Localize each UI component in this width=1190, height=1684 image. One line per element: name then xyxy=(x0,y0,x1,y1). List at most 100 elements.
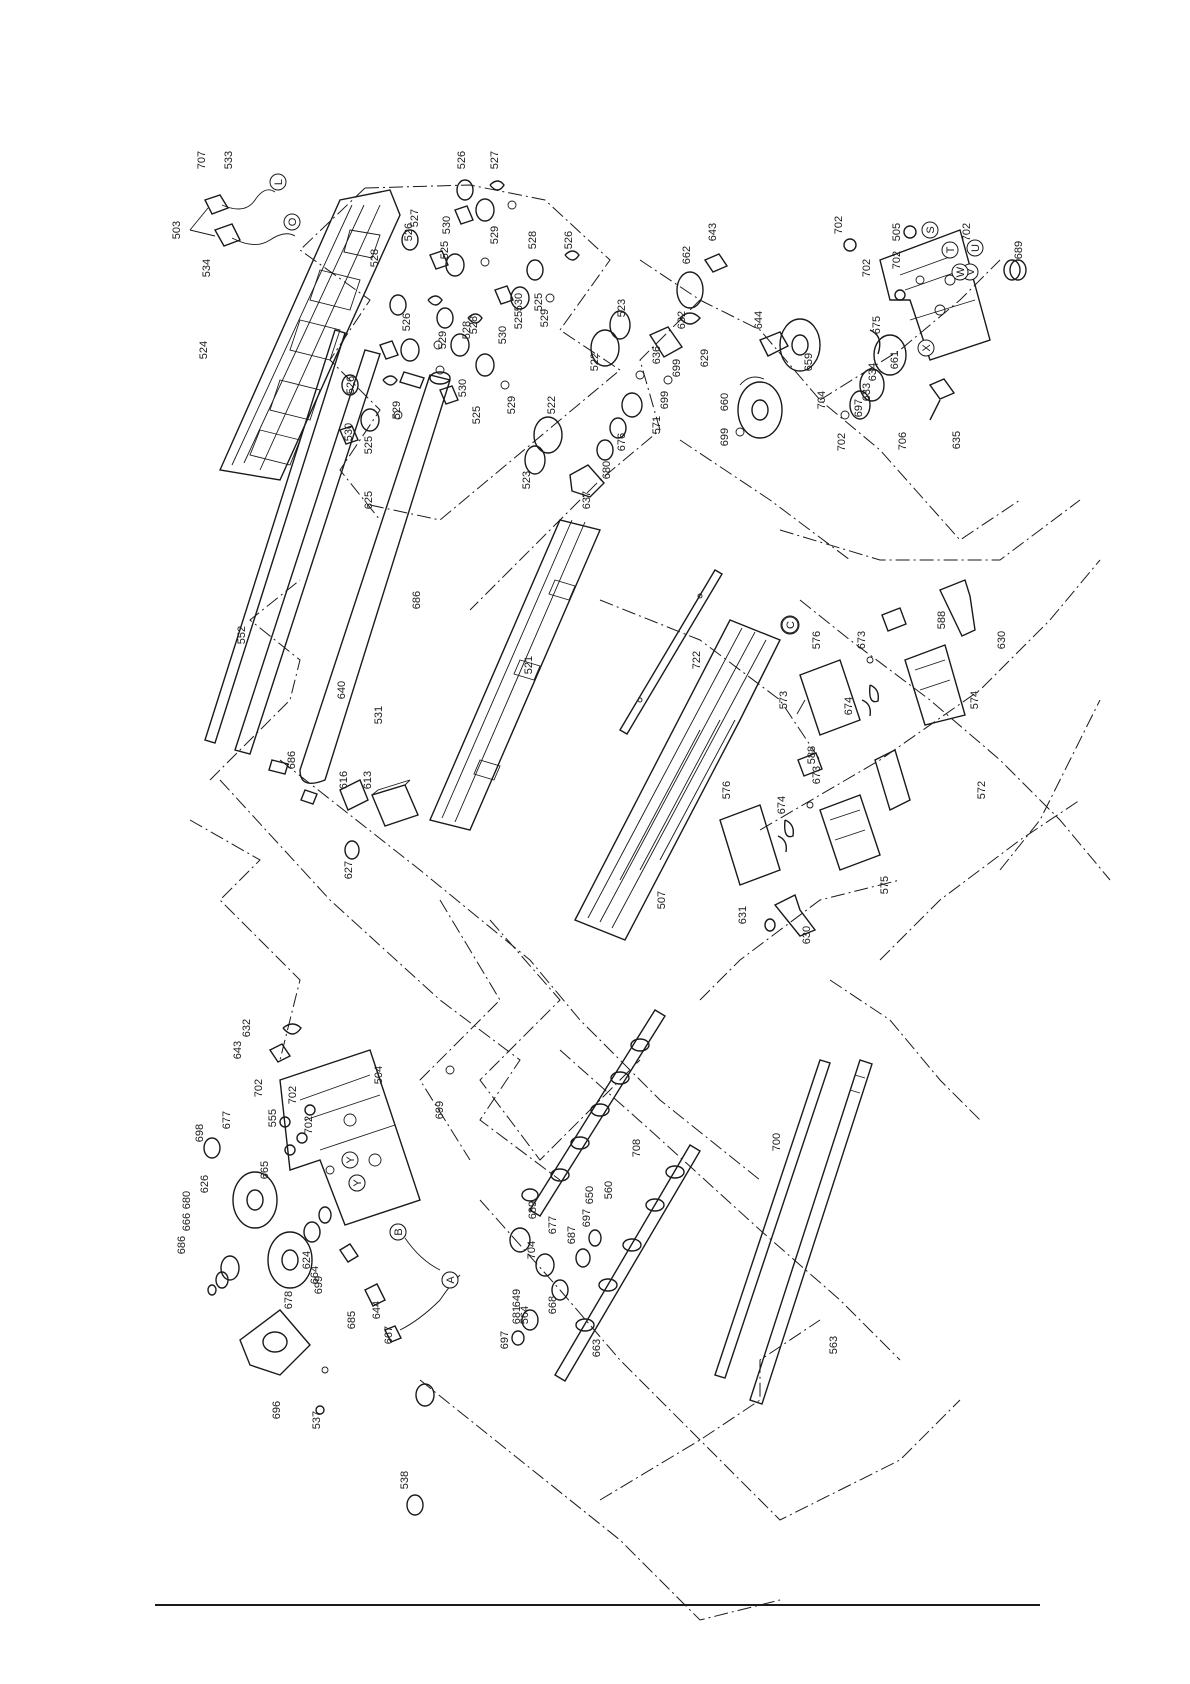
part-number-label: 503 xyxy=(171,221,183,239)
part-number-label: 530 xyxy=(441,216,453,234)
part-number-label: 529 xyxy=(391,401,403,419)
part-number-label: 673 xyxy=(811,766,823,784)
part-number-label: 527 xyxy=(489,151,501,169)
part-number-label: 576 xyxy=(811,631,823,649)
part-number-label: 644 xyxy=(371,1301,383,1319)
part-number-label: 534 xyxy=(201,259,213,277)
part-number-label: 633 xyxy=(861,383,873,401)
part-number-label: 642 xyxy=(0,0,3,9)
part-number-label: 636 xyxy=(651,346,663,364)
part-number-label: 699 xyxy=(659,391,671,409)
callout-circle xyxy=(966,239,984,257)
part-number-label: 722 xyxy=(691,651,703,669)
callout-circle xyxy=(341,1151,359,1169)
base-frame-507 xyxy=(574,615,800,941)
part-number-label: 525 xyxy=(439,241,451,259)
part-number-label: 702 xyxy=(891,251,903,269)
part-number-label: 575 xyxy=(879,876,891,894)
part-number-label: 643 xyxy=(707,223,719,241)
part-number-label: 640 xyxy=(336,681,348,699)
part-number-label: 525 xyxy=(533,293,545,311)
part-number-label: 576 xyxy=(721,781,733,799)
gear-cluster-left xyxy=(203,1023,461,1407)
part-number-label: 560 xyxy=(603,1181,615,1199)
part-number-label: 649 xyxy=(511,1289,523,1307)
part-number-label: 523 xyxy=(616,299,628,317)
part-number-label: 525 xyxy=(513,311,525,329)
part-number-label: 552 xyxy=(236,626,248,644)
part-number-label: 706 xyxy=(897,432,909,450)
part-number-label: 538 xyxy=(399,1471,411,1489)
part-number-label: 537 xyxy=(311,1411,323,1429)
callout-letter: B xyxy=(393,1228,405,1235)
bar-722 xyxy=(619,569,723,735)
part-number-label: 644 xyxy=(753,311,765,329)
part-number-label: 625 xyxy=(363,491,375,509)
callout-letter: S xyxy=(925,226,937,233)
callout-circle xyxy=(441,1271,459,1289)
callout-letter: C xyxy=(785,621,797,629)
part-number-label: 632 xyxy=(676,311,688,329)
part-number-label: 635 xyxy=(951,431,963,449)
part-number-label: 668 xyxy=(547,1296,559,1314)
part-number-label: 702 xyxy=(861,259,873,277)
part-number-label: 661 xyxy=(889,351,901,369)
part-number-label: 627 xyxy=(343,861,355,879)
part-number-label: 680 xyxy=(601,461,613,479)
part-number-label: 504 xyxy=(373,1066,385,1084)
part-number-label: 574 xyxy=(969,691,981,709)
callout-circle xyxy=(781,616,799,634)
callout-circle xyxy=(951,263,969,281)
part-number-label: 686 xyxy=(286,751,298,769)
part-number-label: 530 xyxy=(343,423,355,441)
part-number-label: 702 xyxy=(961,223,973,241)
part-number-label: 707 xyxy=(196,151,208,169)
part-number-label: 526 xyxy=(563,231,575,249)
part-number-label: 685 xyxy=(346,1311,358,1329)
part-number-label: 689 xyxy=(1013,241,1025,259)
part-number-label: 528 xyxy=(527,231,539,249)
callout-letter: L xyxy=(273,179,285,185)
carriage-frame-524 xyxy=(218,189,401,481)
part-number-label: 681 xyxy=(511,1306,523,1324)
callout-circle xyxy=(283,213,301,231)
part-number-label: 678 xyxy=(283,1291,295,1309)
part-number-label: 697 xyxy=(499,1331,511,1349)
part-number-label: 677 xyxy=(547,1216,559,1234)
part-number-label: 676 xyxy=(616,433,628,451)
part-number-label: 675 xyxy=(871,316,883,334)
callout-letter: Y xyxy=(345,1156,357,1164)
shafts-560-563 xyxy=(509,1009,701,1382)
part-number-label: 699 xyxy=(671,359,683,377)
part-number-label: 529 xyxy=(539,309,551,327)
part-number-label: 626 xyxy=(199,1175,211,1193)
part-number-label: 697 xyxy=(581,1209,593,1227)
part-number-label: 529 xyxy=(437,331,449,349)
paper-feed-parts xyxy=(719,579,976,937)
part-number-label: 641 xyxy=(0,0,3,9)
callout-circle xyxy=(941,241,959,259)
part-number-label: 632 xyxy=(241,1019,253,1037)
ribbon-guide-parts xyxy=(339,179,580,445)
callout-letter: A xyxy=(445,1276,457,1284)
rods-top xyxy=(204,329,451,805)
part-number-label: 702 xyxy=(836,433,848,451)
part-number-label: 659 xyxy=(803,353,815,371)
part-number-label: 650 xyxy=(584,1186,596,1204)
callout-circle xyxy=(917,339,935,357)
part-number-label: 699 xyxy=(719,428,731,446)
assembly-lines xyxy=(189,184,1111,1621)
callout-letter: T xyxy=(945,246,957,253)
part-number-label: 686 xyxy=(176,1236,188,1254)
part-number-label: 521 xyxy=(523,656,535,674)
part-number-label: 530 xyxy=(497,326,509,344)
part-number-label: 680 xyxy=(181,1191,193,1209)
part-number-label: 624 xyxy=(301,1251,313,1269)
part-number-label: 698 xyxy=(194,1124,206,1142)
side-frame-505 xyxy=(843,225,1021,361)
part-number-label: 686 xyxy=(411,591,423,609)
connector-parts xyxy=(189,189,296,247)
part-number-label: 524 xyxy=(198,341,210,359)
